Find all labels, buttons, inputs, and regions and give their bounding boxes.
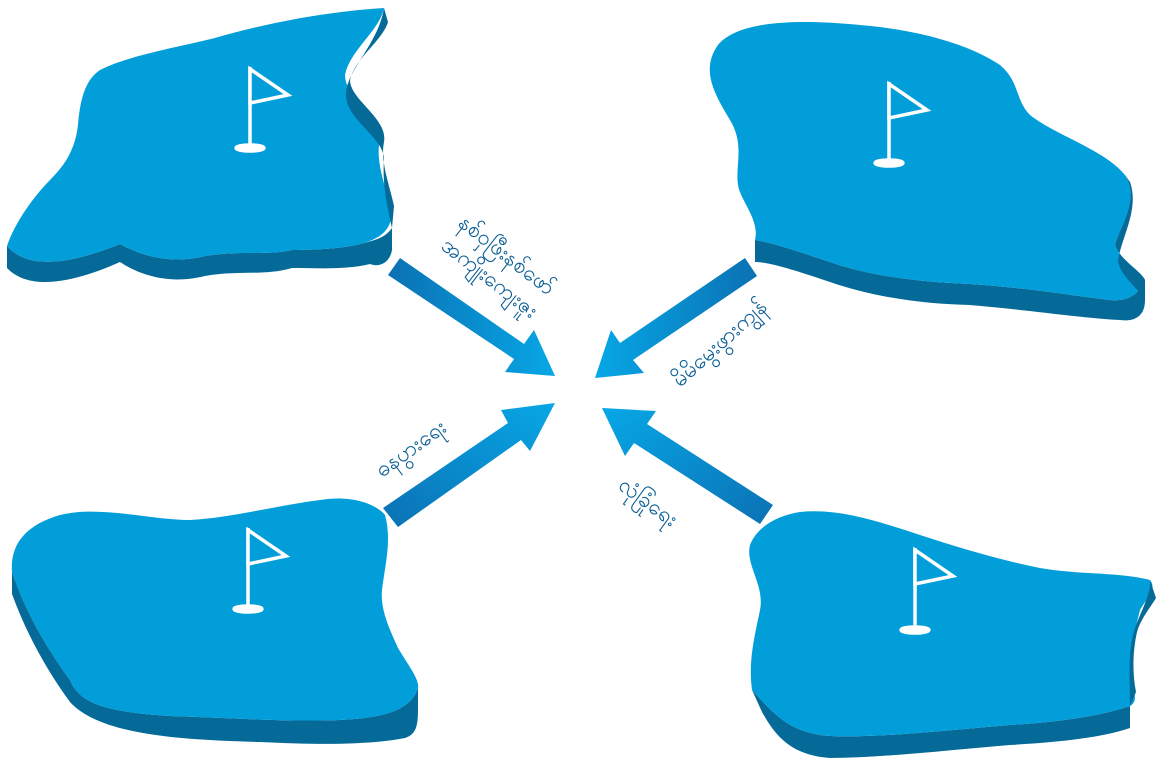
island-bottom-right-top: [749, 511, 1152, 736]
label-bottom-right: လုံခြုံရေး: [611, 471, 683, 535]
island-bottom-left: [12, 498, 418, 743]
island-top-left-top: [7, 8, 391, 262]
island-top-left: [7, 8, 394, 282]
arrow-bottom-right: [602, 408, 773, 524]
island-bottom-right: [749, 511, 1156, 758]
island-top-right: [710, 22, 1145, 320]
